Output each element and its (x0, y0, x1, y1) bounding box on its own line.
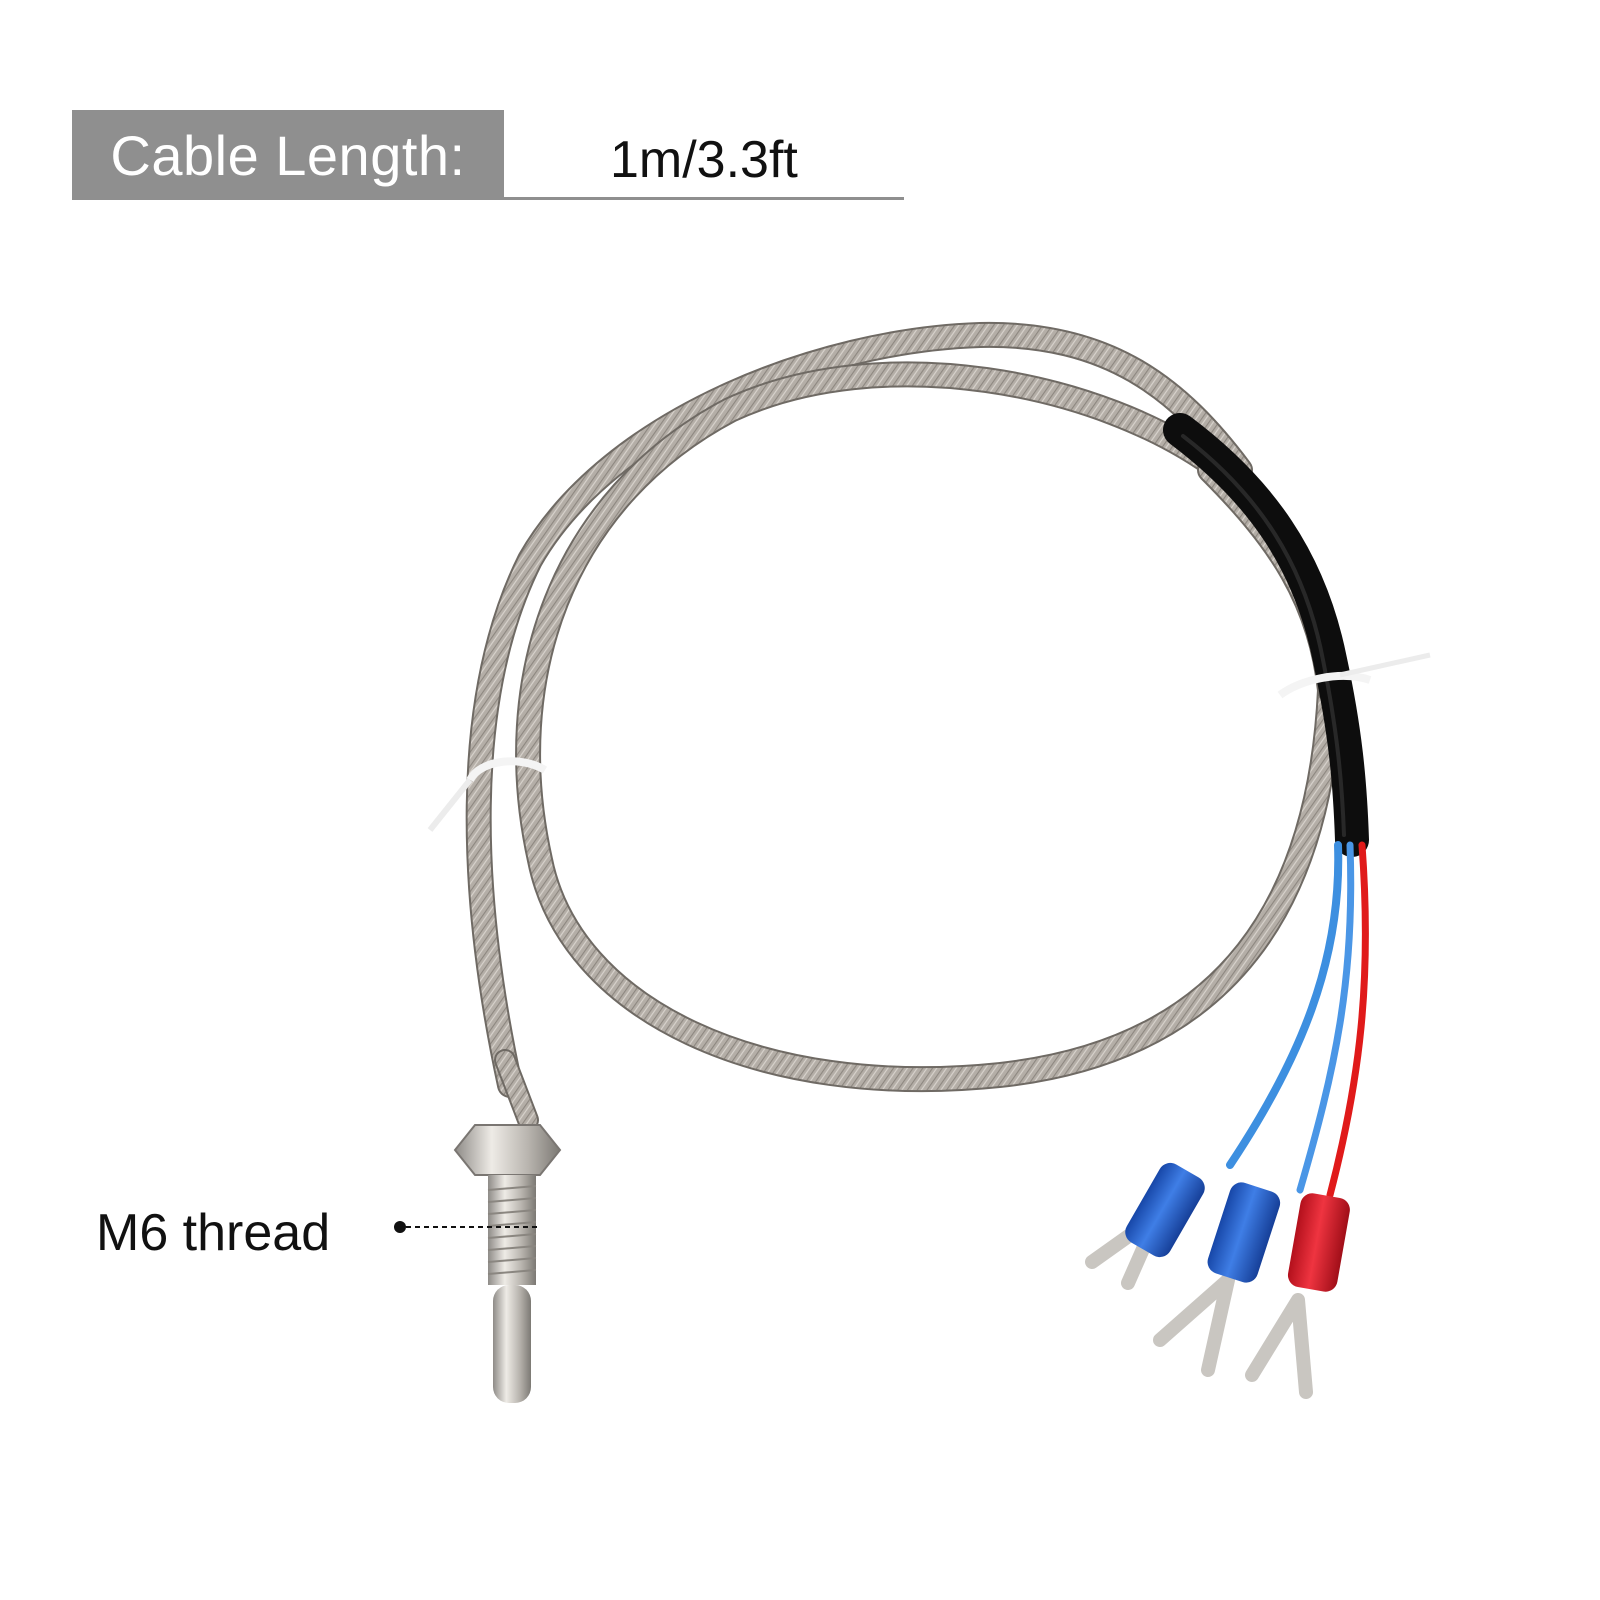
cable-ties (427, 652, 1431, 832)
callout-leader (394, 1221, 540, 1233)
heat-shrink-sleeve (1163, 413, 1369, 857)
spade-terminal-right (1245, 1193, 1350, 1399)
cable-length-value: 1m/3.3ft (610, 131, 798, 189)
lead-wires (1226, 841, 1369, 1199)
spade-terminal-middle (1153, 1182, 1281, 1377)
probe-body (453, 1049, 562, 1403)
spade-terminal-left (1085, 1162, 1205, 1290)
cable-length-label: Cable Length: (110, 123, 466, 187)
spec-underline (504, 197, 904, 200)
cable-length-label-box: Cable Length: (72, 110, 504, 200)
m6-thread-label: M6 thread (96, 1204, 331, 1262)
